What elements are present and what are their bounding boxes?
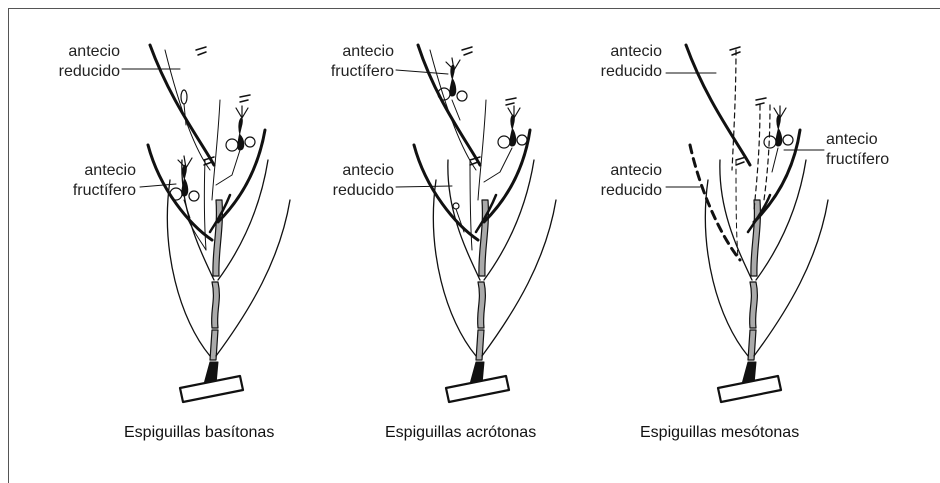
label-upper-mesotonas: antecio reducido: [580, 42, 662, 82]
label-upper-acrotonas: antecio fructífero: [310, 42, 394, 82]
spikelet-acrotonas: [396, 45, 556, 402]
label-lower-mesotonas: antecio reducido: [580, 161, 662, 201]
label-lower-basitonas: antecio fructífero: [50, 161, 136, 201]
spikelet-mesotonas: [666, 45, 828, 402]
caption-acrotonas: Espiguillas acrótonas: [385, 424, 536, 442]
caption-basitonas: Espiguillas basítonas: [124, 424, 274, 442]
label-right-mesotonas: antecio fructífero: [826, 130, 912, 170]
caption-mesotonas: Espiguillas mesótonas: [640, 424, 799, 442]
spikelet-basitonas: [122, 45, 290, 402]
label-upper-basitonas: antecio reducido: [38, 42, 120, 82]
label-lower-acrotonas: antecio reducido: [310, 161, 394, 201]
